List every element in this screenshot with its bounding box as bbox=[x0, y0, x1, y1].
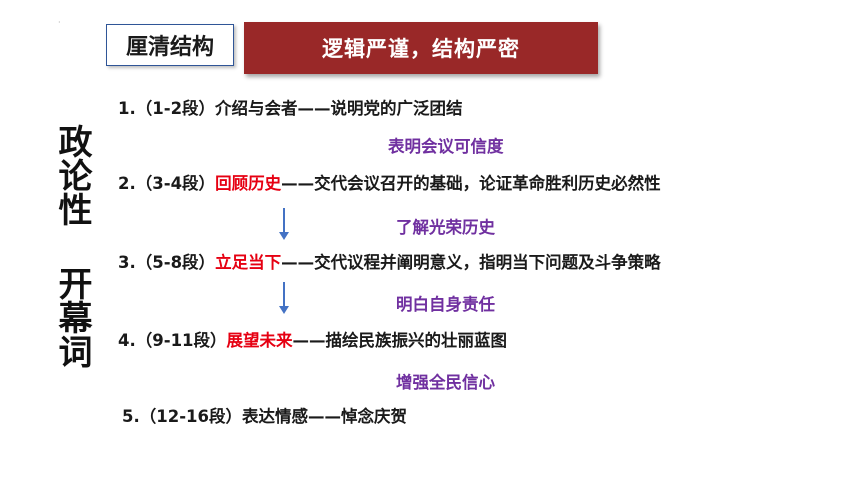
item-3-prefix: 3.（5-8段） bbox=[118, 253, 216, 272]
item-1-note: 表明会议可信度 bbox=[388, 137, 504, 156]
item-3-highlight: 立足当下 bbox=[215, 253, 282, 272]
item-4-highlight: 展望未来 bbox=[226, 331, 293, 350]
item-4-note: 增强全民信心 bbox=[396, 373, 495, 392]
down-arrow-icon bbox=[279, 282, 289, 314]
section-tag-label: 厘清结构 bbox=[125, 35, 214, 60]
item-1-text: 1.（1-2段）介绍与会者——说明党的广泛团结 bbox=[118, 99, 463, 118]
item-2-note: 了解光荣历史 bbox=[396, 218, 495, 237]
item-5-text: 5.（12-16段）表达情感——悼念庆贺 bbox=[122, 407, 408, 426]
structure-item-2: 2.（3-4段）回顾历史——交代会议召开的基础，论证革命胜利历史必然性 bbox=[118, 174, 818, 194]
item-2-suffix: ——交代会议召开的基础，论证革命胜利历史必然性 bbox=[281, 174, 661, 193]
item-3-note: 明白自身责任 bbox=[396, 295, 495, 314]
structure-item-1: 1.（1-2段）介绍与会者——说明党的广泛团结 bbox=[118, 98, 463, 120]
banner-text: 逻辑严谨，结构严密 bbox=[322, 37, 520, 61]
item-4-prefix: 4.（9-11段） bbox=[118, 331, 227, 350]
structure-item-4: 4.（9-11段）展望未来——描绘民族振兴的壮丽蓝图 bbox=[118, 330, 507, 352]
structure-item-5: 5.（12-16段）表达情感——悼念庆贺 bbox=[122, 406, 407, 428]
decorative-dot: · bbox=[58, 18, 61, 27]
item-3-suffix: ——交代议程并阐明意义，指明当下问题及斗争策略 bbox=[281, 253, 661, 272]
item-2-prefix: 2.（3-4段） bbox=[118, 174, 216, 193]
structure-item-3: 3.（5-8段）立足当下——交代议程并阐明意义，指明当下问题及斗争策略 bbox=[118, 252, 661, 274]
item-2-highlight: 回顾历史 bbox=[215, 174, 282, 193]
down-arrow-icon bbox=[279, 208, 289, 240]
section-tag: 厘清结构 bbox=[106, 24, 234, 66]
item-4-suffix: ——描绘民族振兴的壮丽蓝图 bbox=[292, 331, 508, 350]
side-title: 政论性 开幕词 bbox=[52, 124, 92, 368]
title-banner: 逻辑严谨，结构严密 bbox=[244, 22, 598, 74]
